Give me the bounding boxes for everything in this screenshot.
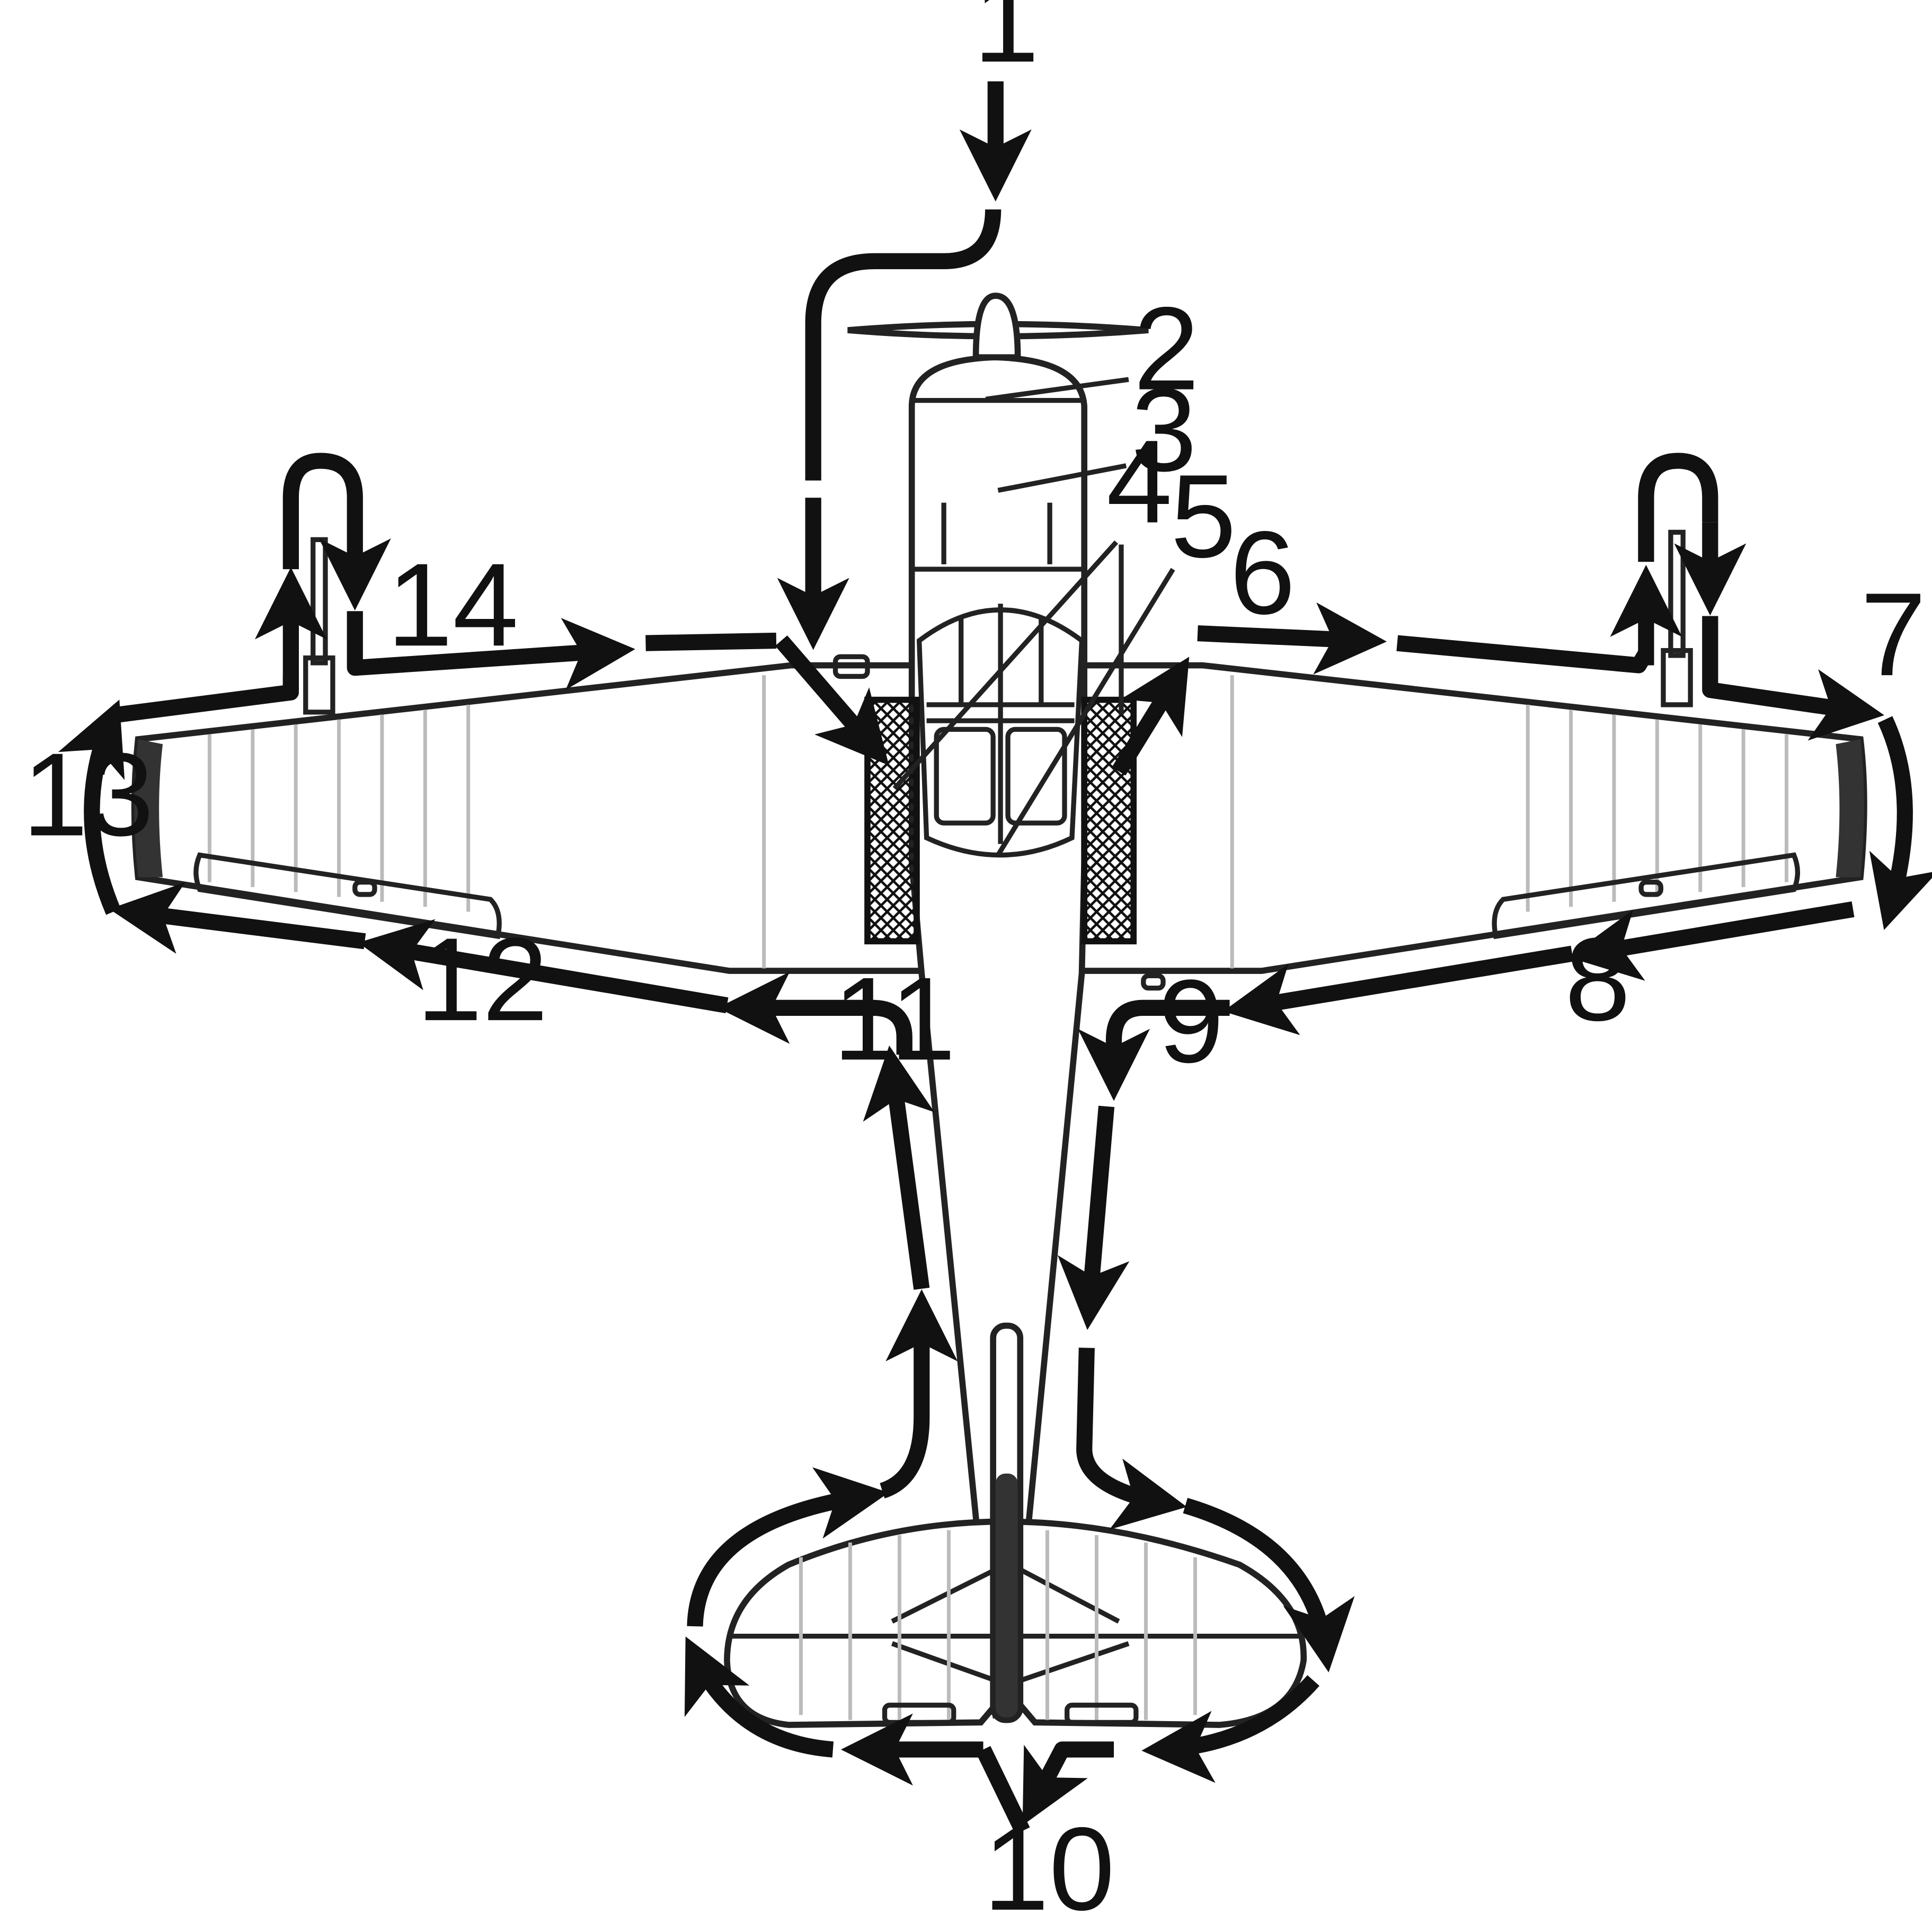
flow-arrow-11 xyxy=(717,971,912,1055)
callout-7: 7 xyxy=(1860,569,1926,701)
right-wingtip xyxy=(1836,739,1864,878)
right-trim-tab xyxy=(1065,1703,1139,1725)
flow-line-left-leading xyxy=(117,675,299,723)
callout-14: 14 xyxy=(387,539,518,671)
flow-arrow-10-left xyxy=(976,1746,1030,1835)
callout-13: 13 xyxy=(22,729,154,861)
flow-path xyxy=(58,81,1932,1835)
fuselage xyxy=(832,354,1088,1719)
leader-lines xyxy=(892,377,1175,856)
flow-arrow-left-tail-2 xyxy=(684,1636,834,1758)
flow-arrow-right-tip xyxy=(1869,716,1932,931)
flow-arrow-6 xyxy=(1197,602,1387,675)
callout-1: 1 xyxy=(973,0,1039,87)
callout-labels: 1 2 3 4 5 6 7 8 9 10 11 12 13 14 xyxy=(22,0,1926,1922)
flow-arrow-left-fuselage-2 xyxy=(863,1046,935,1290)
leader-5 xyxy=(996,568,1175,856)
rudder xyxy=(995,1473,1018,1718)
gun-port xyxy=(832,654,870,679)
flow-arrow-12 xyxy=(358,919,729,1014)
right-pitot xyxy=(1638,880,1663,897)
flow-loop-left-gun xyxy=(282,453,363,570)
left-aileron xyxy=(193,852,502,940)
left-pitot xyxy=(352,880,377,897)
left-wing-gun xyxy=(303,537,335,715)
callout-2: 2 xyxy=(1133,283,1199,415)
flow-line-right-wing-upper xyxy=(1396,635,1653,674)
flow-arrow-right-radiator xyxy=(1112,657,1190,776)
flow-arrow-9 xyxy=(1223,945,1574,1035)
windscreen xyxy=(914,502,1082,572)
tail-bracing xyxy=(891,1567,1130,1683)
leader-2 xyxy=(985,377,1129,402)
flow-arrow-10-right xyxy=(1022,1741,1114,1826)
flow-arrow-right-tail-3 xyxy=(1141,1675,1319,1783)
right-aileron xyxy=(1492,852,1800,940)
right-wing-gun xyxy=(1661,529,1693,707)
canopy xyxy=(916,607,1085,858)
flow-line-entry xyxy=(805,209,1002,481)
tailplane xyxy=(724,1322,1307,1728)
flow-arrow-14 xyxy=(347,611,635,690)
callout-9: 9 xyxy=(1158,955,1224,1087)
callout-8: 8 xyxy=(1565,914,1630,1046)
callout-3: 3 xyxy=(1131,364,1197,496)
flow-arrow-8 xyxy=(1568,901,1855,981)
spinner xyxy=(972,293,1021,361)
flow-arrow-7 xyxy=(1702,616,1884,741)
flow-loop-right-gun xyxy=(1638,453,1718,562)
flow-arrow-right-tail-2 xyxy=(1183,1498,1355,1672)
callout-12: 12 xyxy=(416,914,548,1046)
flow-arrow-right-fuselage-1 xyxy=(1077,999,1230,1101)
flow-arrow-right-fuselage-2 xyxy=(1057,1105,1130,1330)
callout-4: 4 xyxy=(1106,416,1172,548)
canopy-panel-right xyxy=(1005,727,1067,826)
right-radiator xyxy=(1081,696,1137,945)
flow-line-left-feed xyxy=(645,632,777,651)
callout-5: 5 xyxy=(1171,450,1236,582)
callout-6: 6 xyxy=(1230,507,1296,639)
callout-10: 10 xyxy=(983,1803,1115,1922)
aircraft xyxy=(131,293,1867,1728)
flow-arrow-13 xyxy=(58,699,125,915)
flow-arrow-left-radiator xyxy=(775,635,889,766)
canopy-frame xyxy=(926,604,1075,844)
flow-arrow-right-tail-1 xyxy=(1076,1348,1187,1530)
callout-11: 11 xyxy=(833,953,956,1085)
leader-3 xyxy=(997,463,1127,493)
flow-arrow-left-fuselage-1 xyxy=(879,1289,958,1499)
belly-fitting xyxy=(1141,973,1166,991)
leader-4a xyxy=(892,540,1119,791)
left-radiator xyxy=(864,696,920,945)
flow-arrow-left-tail-3 xyxy=(687,1467,889,1627)
flow-arrow-left-trailing xyxy=(109,882,366,954)
left-wingtip xyxy=(134,739,163,878)
canopy-panel-left xyxy=(934,727,996,826)
